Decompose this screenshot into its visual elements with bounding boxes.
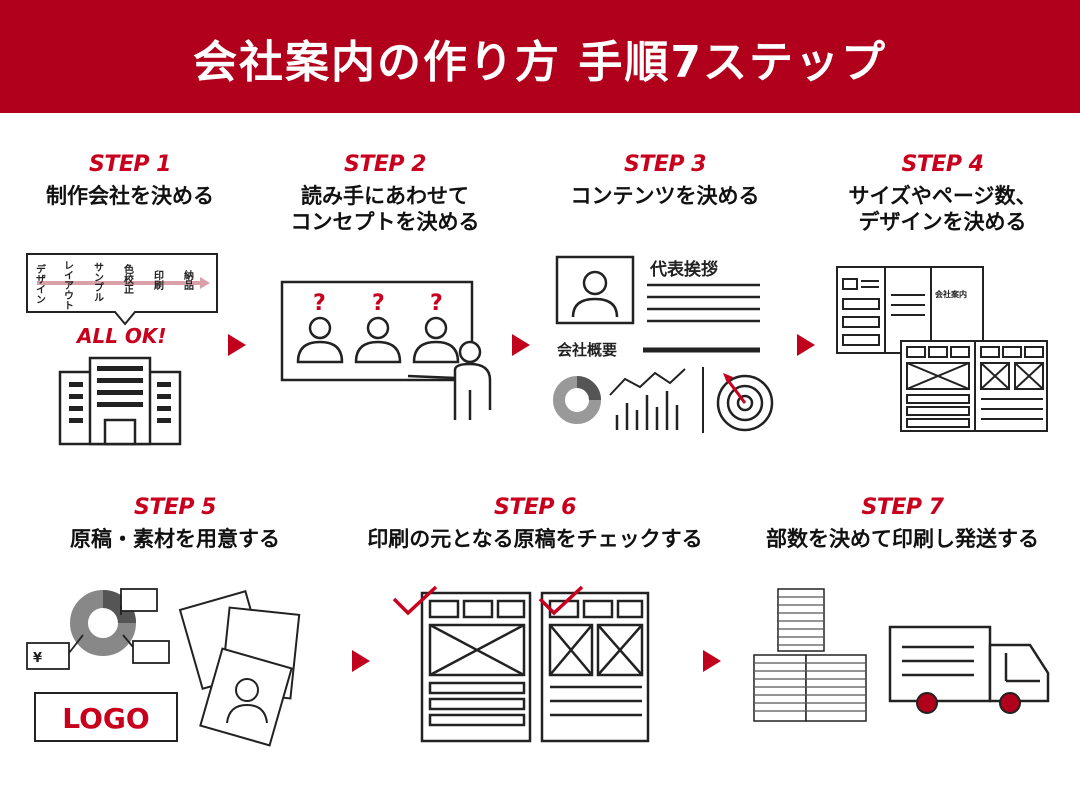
person-icon [308,316,332,340]
bar-chart-icon [615,391,679,430]
step-title: 印刷の元となる原稿をチェックする [367,527,703,551]
step-1: STEP 1 制作会社を決める [20,152,240,209]
logo-box [34,692,178,742]
next-arrow-icon [228,334,246,356]
scale-document-icon [120,588,158,612]
step-4: STEP 4 サイズやページ数、 デザインを決める [820,152,1065,235]
step-2: STEP 2 読み手にあわせて コンセプトを決める [255,152,515,235]
step-label: STEP 1 [89,152,171,177]
step-title: 制作会社を決める [46,184,214,208]
step-title: 原稿・素材を用意する [70,527,280,551]
item-print: 印刷 [152,270,164,291]
step-title: 部数を決めて印刷し発送する [766,527,1039,551]
gear-document-icon [132,640,170,664]
donut-chart-icon [70,590,136,656]
item-delivery: 納品 [182,269,194,291]
all-ok-text: ALL OK! [75,324,167,348]
step-label: STEP 3 [624,152,706,177]
step3-illustration: 代表挨拶 会社概要 [553,255,774,433]
donut-chart-icon [553,376,601,424]
header-banner: 会社案内の作り方 手順7ステップ [0,0,1080,113]
wheel-icon [916,692,938,714]
step-title: サイズやページ数、 デザインを決める [848,184,1037,234]
step-5: STEP 5 原稿・素材を用意する [40,495,310,552]
item-layout: レイアウト [62,260,74,310]
next-arrow-icon [703,650,721,672]
item-design: デザイン [34,263,46,304]
person-icon [424,316,448,340]
step-3: STEP 3 コンテンツを決める [540,152,790,209]
step6-illustration [392,585,650,743]
step-7: STEP 7 部数を決めて印刷し発送する [745,495,1060,552]
next-arrow-icon [797,334,815,356]
step2-illustration: ? ? ? [280,280,492,420]
next-arrow-icon [352,650,370,672]
page-title: 会社案内の作り方 手順7ステップ [193,37,887,88]
logo-text: LOGO [62,702,149,735]
step5-illustration: ¥ LOGO [26,588,301,747]
person-icon [366,316,390,340]
next-arrow-icon [512,334,530,356]
line-chart-icon [609,368,686,396]
step-label: STEP 4 [901,152,984,177]
target-icon [716,374,774,432]
presenter-icon [458,340,482,364]
checkmark-icon [538,585,584,616]
checklist-bubble [26,253,218,326]
question-mark: ? [372,291,385,316]
step-label: STEP 5 [134,495,216,520]
question-mark: ? [313,291,326,316]
step-title: コンテンツを決める [570,184,760,208]
item-sample: サンプル [92,262,104,302]
person-icon [582,270,608,296]
step1-illustration: デザイン レイアウト サンプル 色校正 印刷 納品 ALL OK! [26,253,218,446]
overview-label: 会社概要 [557,341,617,359]
truck-icon [888,625,1050,703]
yen-icon: ¥ [33,651,42,666]
step-6: STEP 6 印刷の元となる原稿をチェックする [340,495,730,552]
step-label: STEP 6 [494,495,576,520]
person-icon [235,678,259,702]
checkmark-icon [392,585,438,616]
doc-label: 会社案内 [935,289,967,299]
paper-stack-icon [753,588,867,722]
question-mark: ? [430,291,443,316]
step-label: STEP 2 [344,152,426,177]
step4-illustration: 会社案内 [836,266,1048,432]
step7-illustration [753,588,1050,722]
wheel-icon [999,692,1021,714]
draft-page-icon [420,591,532,743]
step-title: 読み手にあわせて コンセプトを決める [290,184,480,234]
yen-document-icon [26,642,70,670]
greeting-label: 代表挨拶 [649,259,718,280]
step-label: STEP 7 [861,495,944,520]
item-color-proof: 色校正 [122,263,134,294]
